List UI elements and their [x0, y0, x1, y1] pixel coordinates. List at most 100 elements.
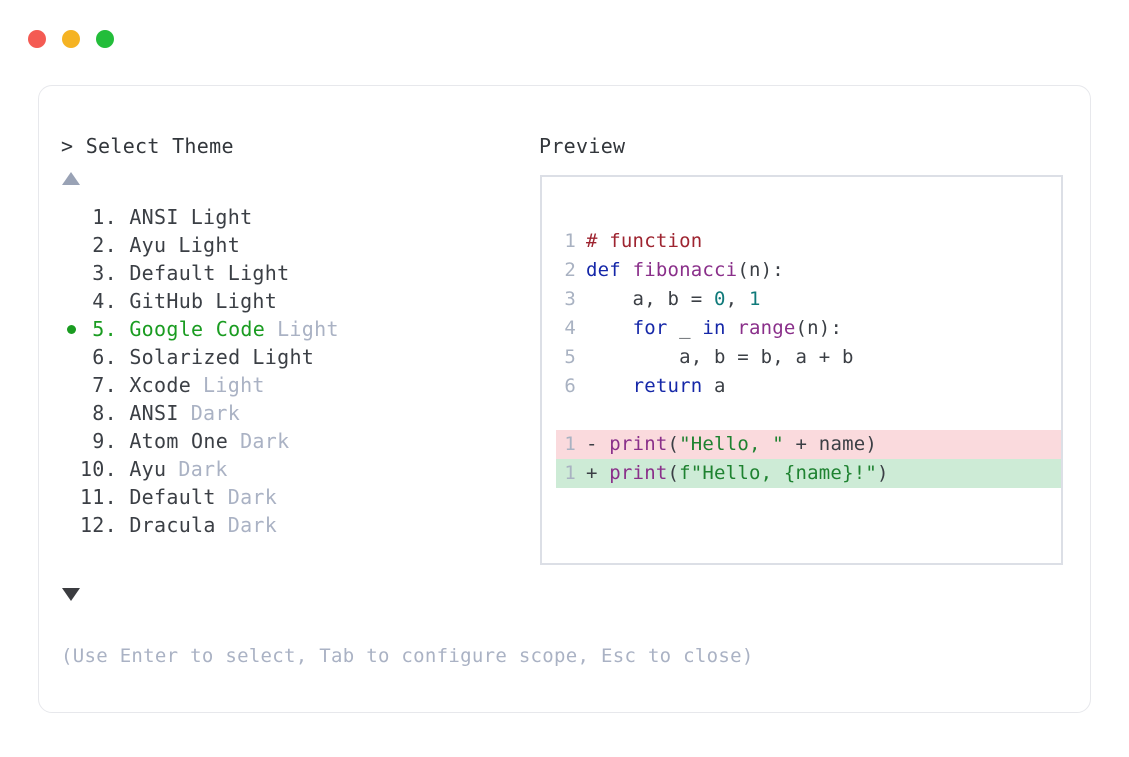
- minimize-dot[interactable]: [62, 30, 80, 48]
- code-token-text: a, b = b, a + b: [586, 346, 854, 368]
- theme-item-index: 6.: [79, 345, 117, 369]
- code-token-keyword: in: [702, 317, 726, 339]
- theme-item-name: Xcode: [117, 373, 192, 397]
- code-token-text: [586, 317, 633, 339]
- code-line: [556, 401, 1061, 430]
- theme-item-name: Dracula: [117, 513, 216, 537]
- preview-label: Preview: [539, 134, 626, 158]
- code-token-text: [586, 375, 633, 397]
- theme-item-variant: Light: [277, 317, 339, 341]
- theme-item-name: Default: [117, 485, 216, 509]
- code-line-number: 5: [564, 346, 576, 368]
- code-token-text: (: [667, 462, 680, 484]
- code-line: 3 a, b = 0, 1: [556, 285, 1061, 314]
- prompt-row: > Select Theme: [61, 134, 234, 158]
- theme-item-name: Ayu: [117, 457, 167, 481]
- code-line: 1+ print(f"Hello, {name}!"): [556, 459, 1061, 488]
- code-token-text: ): [877, 462, 889, 484]
- code-token-text: (n):: [795, 317, 843, 339]
- theme-item-index: 4.: [79, 289, 117, 313]
- theme-item-variant: Dark: [178, 457, 228, 481]
- theme-list-item[interactable]: 8. ANSI Dark: [61, 399, 521, 427]
- code-token-text: a, b =: [586, 288, 715, 310]
- code-token-text: _: [667, 317, 703, 339]
- code-token-keyword: def: [586, 259, 633, 281]
- theme-item-name: ANSI: [117, 205, 179, 229]
- theme-item-variant: Light: [252, 345, 315, 369]
- prompt-caret-icon: >: [61, 134, 74, 158]
- window-titlebar: [0, 0, 1129, 78]
- code-token-text: (n):: [737, 259, 784, 281]
- code-line-number: 4: [564, 317, 576, 339]
- code-token-text: [726, 317, 738, 339]
- theme-item-variant: Dark: [240, 429, 290, 453]
- theme-list-item[interactable]: 1. ANSI Light: [61, 203, 521, 231]
- theme-list-item[interactable]: 11. Default Dark: [61, 483, 521, 511]
- theme-item-name: Google Code: [117, 317, 266, 341]
- theme-item-index: 1.: [79, 205, 117, 229]
- code-line: 1- print("Hello, " + name): [556, 430, 1061, 459]
- code-token-text: + name): [783, 433, 878, 455]
- theme-item-index: 8.: [79, 401, 117, 425]
- theme-item-index: 3.: [79, 261, 117, 285]
- page-title: [73, 134, 85, 158]
- code-line: 5 a, b = b, a + b: [556, 343, 1061, 372]
- code-line-number: 1: [564, 433, 576, 455]
- code-token-function: fibonacci: [632, 259, 738, 281]
- maximize-dot[interactable]: [96, 30, 114, 48]
- theme-list-item[interactable]: 9. Atom One Dark: [61, 427, 521, 455]
- code-line-number: 3: [564, 288, 576, 310]
- theme-item-index: 2.: [79, 233, 117, 257]
- theme-item-variant: Light: [227, 261, 290, 285]
- code-token-function: print: [609, 433, 668, 455]
- theme-item-variant: Light: [190, 205, 253, 229]
- code-line: 1# function: [556, 227, 1061, 256]
- close-dot[interactable]: [28, 30, 46, 48]
- code-token-sign: -: [586, 433, 610, 455]
- theme-item-variant: Dark: [227, 485, 278, 509]
- triangle-down-icon[interactable]: [62, 588, 80, 601]
- theme-item-variant: Light: [178, 233, 241, 257]
- theme-item-name: Default: [117, 261, 216, 285]
- code-token-text: ,: [725, 288, 749, 310]
- code-token-number: 1: [748, 288, 761, 310]
- theme-list-item[interactable]: 3. Default Light: [61, 259, 521, 287]
- code-line: 4 for _ in range(n):: [556, 314, 1061, 343]
- code-token-string: f"Hello, {name}!": [679, 462, 877, 484]
- selected-bullet-icon: [67, 325, 76, 334]
- code-line: 6 return a: [556, 372, 1061, 401]
- prompt-label: Select Theme: [85, 134, 234, 158]
- theme-item-index: 9.: [79, 429, 117, 453]
- theme-item-name: Atom One: [117, 429, 229, 453]
- theme-item-name: ANSI: [117, 401, 179, 425]
- window-controls: [28, 30, 114, 48]
- theme-item-index: 12.: [79, 513, 117, 537]
- code-token-text: a: [702, 375, 726, 397]
- code-token-text: (: [667, 433, 680, 455]
- code-line-number: 1: [564, 462, 576, 484]
- keyboard-hint: (Use Enter to select, Tab to configure s…: [61, 645, 754, 667]
- triangle-up-icon[interactable]: [62, 172, 80, 185]
- theme-item-name: GitHub: [117, 289, 204, 313]
- code-token-number: 0: [714, 288, 726, 310]
- theme-item-variant: Light: [203, 373, 265, 397]
- code-token-function: print: [609, 462, 668, 484]
- code-line-number: 1: [564, 230, 576, 252]
- theme-item-variant: Dark: [190, 401, 241, 425]
- theme-item-index: 11.: [79, 485, 117, 509]
- code-token-function: range: [737, 317, 796, 339]
